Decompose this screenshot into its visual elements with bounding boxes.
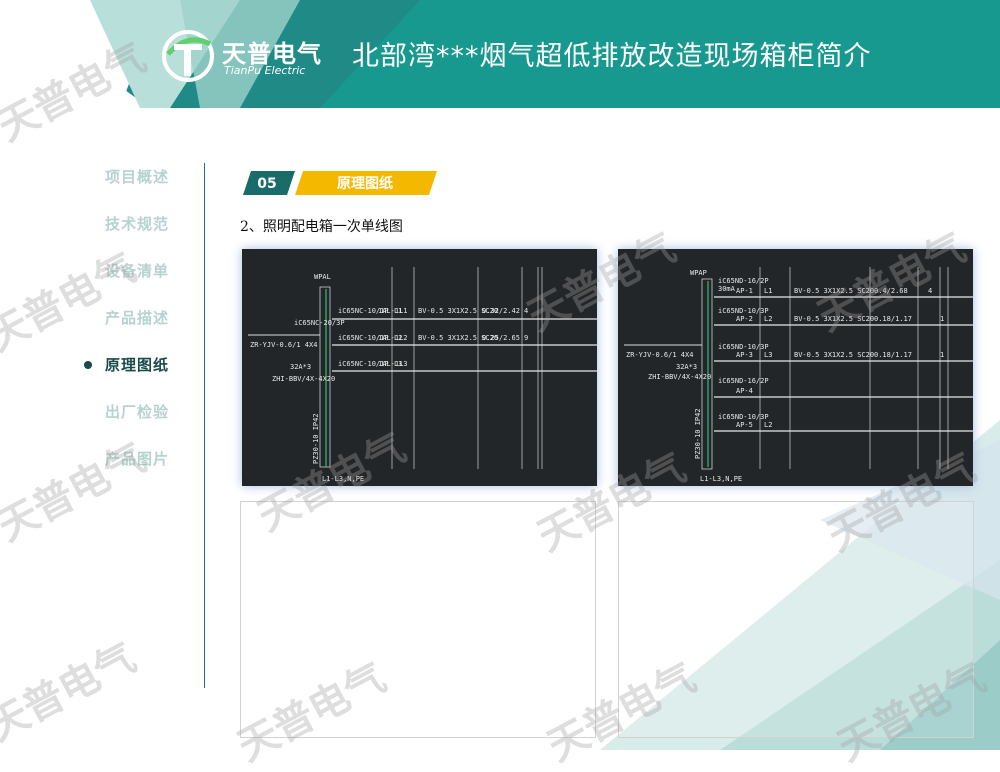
- right-zh-line: ZHI-BBV/4X-4X20: [648, 373, 711, 381]
- svg-text:L2: L2: [764, 421, 772, 429]
- svg-text:AP-4: AP-4: [736, 387, 753, 395]
- right-circuit-5: iC65ND-10/3P AP-5 L2: [718, 413, 772, 429]
- left-circuit-2: iC65NC-10/1P 1AL-1L2 L2 BV-0.5 3X1X2.5 S…: [338, 334, 528, 342]
- svg-text:iC65NC-10/1P: iC65NC-10/1P: [338, 360, 389, 368]
- svg-text:BV-0.5 3X1X2.5 SC20: BV-0.5 3X1X2.5 SC20: [794, 287, 874, 295]
- schematic-right: WPAP ZR-YJV-0.6/1 4X4 iC65ND-16/2P 30mA …: [618, 249, 973, 486]
- svg-text:L2: L2: [764, 315, 772, 323]
- left-incoming-cable: ZR-YJV-0.6/1 4X4: [250, 341, 317, 349]
- svg-text:0.25/2.65: 0.25/2.65: [482, 334, 520, 342]
- section-number-badge: 05: [243, 171, 295, 195]
- svg-text:9: 9: [524, 334, 528, 342]
- right-bus: L1-L3,N,PE: [700, 475, 742, 483]
- svg-text:AP-2: AP-2: [736, 315, 753, 323]
- logo-icon: [162, 30, 214, 82]
- company-logo: 天普电气 TianPu Electric: [160, 28, 340, 88]
- svg-text:1: 1: [940, 315, 944, 323]
- nav-item-inspection[interactable]: 出厂检验: [105, 403, 170, 421]
- section-title: 原理图纸: [337, 175, 393, 192]
- svg-text:0.18/1.17: 0.18/1.17: [874, 315, 912, 323]
- svg-text:L3: L3: [394, 360, 402, 368]
- svg-text:BV-0.5 3X1X2.5 SC20: BV-0.5 3X1X2.5 SC20: [794, 315, 874, 323]
- svg-text:AP-3: AP-3: [736, 351, 753, 359]
- svg-text:1AL-1L2: 1AL-1L2: [378, 334, 408, 342]
- logo-text-cn: 天普电气: [222, 40, 322, 68]
- nav-item-overview[interactable]: 项目概述: [105, 168, 170, 186]
- svg-text:BV-0.5 3X1X2.5 SC20: BV-0.5 3X1X2.5 SC20: [418, 307, 498, 315]
- svg-text:L1: L1: [764, 287, 772, 295]
- nav-item-equipment[interactable]: 设备清单: [105, 262, 170, 280]
- page-title: 北部湾***烟气超低排放改造现场箱柜简介: [352, 41, 872, 72]
- svg-text:4: 4: [928, 287, 932, 295]
- svg-text:AP-1: AP-1: [736, 287, 753, 295]
- svg-text:1AL-1L3: 1AL-1L3: [378, 360, 408, 368]
- right-circuit-1: AP-1 L1 BV-0.5 3X1X2.5 SC20 0.4/2.68 4: [736, 287, 932, 295]
- svg-text:iC65ND-10/3P: iC65ND-10/3P: [718, 413, 769, 421]
- svg-text:iC65NC-10/1P: iC65NC-10/1P: [338, 334, 389, 342]
- svg-text:AP-5: AP-5: [736, 421, 753, 429]
- svg-text:iC65ND-10/3P: iC65ND-10/3P: [718, 343, 769, 351]
- diagram-subtitle: 2、照明配电箱一次单线图: [240, 219, 403, 235]
- schematic-right-svg: WPAP ZR-YJV-0.6/1 4X4 iC65ND-16/2P 30mA …: [624, 267, 973, 483]
- nav-divider: [204, 163, 205, 688]
- right-box-type: PZ30-10 IP42: [694, 408, 702, 459]
- svg-text:L2: L2: [394, 334, 402, 342]
- svg-text:0.4/2.68: 0.4/2.68: [874, 287, 908, 295]
- left-circuit-3: iC65NC-10/1P 1AL-1L3 L3: [338, 360, 408, 368]
- left-circuit-1: iC65NC-10/1P 1AL-1L1 L1 BV-0.5 3X1X2.5 S…: [338, 307, 528, 315]
- svg-text:1: 1: [940, 351, 944, 359]
- svg-text:L3: L3: [764, 351, 772, 359]
- right-circuit-2: iC65ND-10/3P AP-2 L2 BV-0.5 3X1X2.5 SC20…: [718, 307, 944, 323]
- left-incoming-breaker: iC65NC-20/3P: [294, 319, 345, 327]
- section-number: 05: [257, 176, 276, 192]
- section-title-badge: 原理图纸: [295, 171, 437, 195]
- section-nav: 项目概述 技术规范 设备清单 产品描述 原理图纸 出厂检验 产品图片: [80, 160, 190, 489]
- right-circuit-3: iC65ND-10/3P AP-3 L3 BV-0.5 3X1X2.5 SC20…: [718, 343, 944, 359]
- left-bus: L1-L3,N,PE: [322, 475, 364, 483]
- left-zh-line: ZHI-BBV/4X-4X20: [272, 375, 335, 383]
- left-box-type: PZ30-10 IP42: [312, 413, 320, 464]
- right-incoming-rcd: 30mA: [718, 285, 736, 293]
- image-placeholder-left: [240, 501, 596, 738]
- svg-text:iC65ND-10/3P: iC65ND-10/3P: [718, 307, 769, 315]
- svg-text:1AL-1L1: 1AL-1L1: [378, 307, 408, 315]
- schematic-left-svg: WPAL ZR-YJV-0.6/1 4X4 iC65NC-20/3P 32A*3…: [248, 267, 597, 483]
- svg-text:L1: L1: [394, 307, 402, 315]
- left-surge: 32A*3: [290, 363, 311, 371]
- svg-text:BV-0.5 3X1X2.5 SC20: BV-0.5 3X1X2.5 SC20: [794, 351, 874, 359]
- right-incoming-cable: ZR-YJV-0.6/1 4X4: [626, 351, 693, 359]
- svg-text:iC65NC-10/1P: iC65NC-10/1P: [338, 307, 389, 315]
- svg-text:BV-0.5 3X1X2.5 SC20: BV-0.5 3X1X2.5 SC20: [418, 334, 498, 342]
- right-box-label: WPAP: [690, 269, 707, 277]
- svg-text:0.32/2.42: 0.32/2.42: [482, 307, 520, 315]
- right-surge: 32A*3: [676, 363, 697, 371]
- nav-item-schematics[interactable]: 原理图纸: [80, 348, 190, 395]
- logo-text-en: TianPu Electric: [224, 64, 306, 77]
- right-incoming-breaker: iC65ND-16/2P: [718, 277, 769, 285]
- svg-text:4: 4: [524, 307, 528, 315]
- right-circuit-4: iC65ND-16/2P AP-4: [718, 377, 769, 395]
- image-placeholder-right: [618, 501, 974, 738]
- svg-text:iC65ND-16/2P: iC65ND-16/2P: [718, 377, 769, 385]
- nav-item-product-desc[interactable]: 产品描述: [105, 309, 170, 327]
- svg-text:0.18/1.17: 0.18/1.17: [874, 351, 912, 359]
- schematic-left: WPAL ZR-YJV-0.6/1 4X4 iC65NC-20/3P 32A*3…: [242, 249, 597, 486]
- nav-item-photos[interactable]: 产品图片: [105, 450, 170, 468]
- left-box-label: WPAL: [314, 273, 331, 281]
- nav-item-spec[interactable]: 技术规范: [105, 215, 170, 233]
